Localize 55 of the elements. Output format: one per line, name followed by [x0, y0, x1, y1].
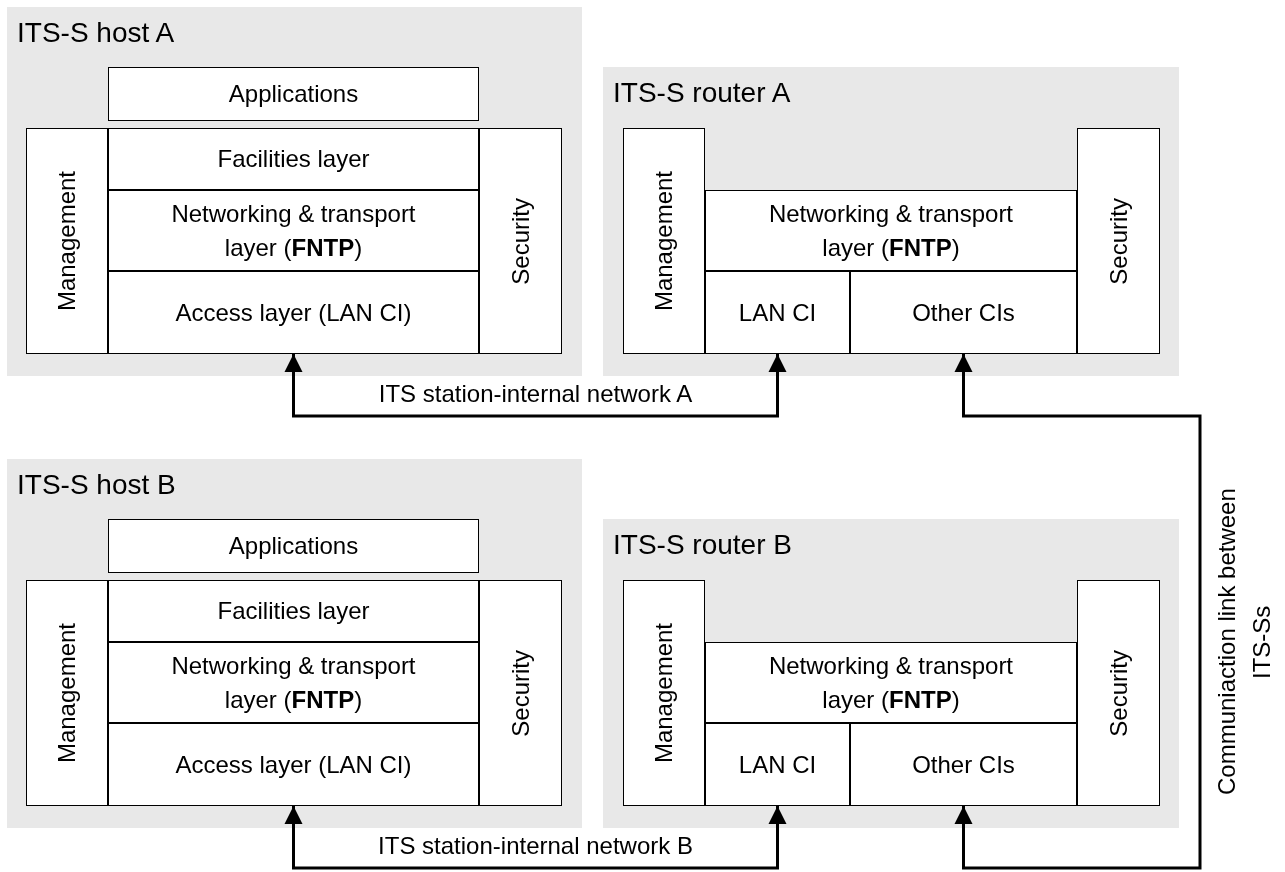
layer-label: Security: [1104, 197, 1133, 285]
side-layer-box: [623, 580, 705, 806]
layer-label: Networking & transport layer (FNTP): [170, 198, 417, 263]
side-layer-box: [479, 580, 562, 806]
layer-label: Security: [506, 649, 535, 737]
layer-box: [108, 723, 479, 806]
layer-label: Networking & transport layer (FNTP): [767, 650, 1015, 715]
side-layer-box: [1077, 128, 1160, 354]
layer-box: [850, 271, 1077, 354]
layer-box: [108, 519, 479, 573]
station-panel: [603, 67, 1179, 376]
layer-box: [850, 723, 1077, 806]
layer-box: [108, 642, 479, 723]
side-layer-box: [479, 128, 562, 354]
connector-arrow: [284, 354, 787, 418]
panel-title: ITS-S host B: [17, 469, 176, 501]
side-layer-box: [26, 128, 108, 354]
layer-label: Management: [53, 622, 81, 764]
connector-arrow: [284, 806, 787, 870]
layer-label: Other CIs: [911, 297, 1016, 328]
connector-arrow: [954, 354, 1202, 870]
layer-label: Security: [1104, 649, 1133, 737]
layer-box: [108, 190, 479, 271]
layer-label: Facilities layer: [216, 596, 371, 627]
layer-box: [108, 67, 479, 121]
layer-label: Access layer (LAN CI): [174, 749, 413, 780]
layer-label: LAN CI: [737, 297, 818, 328]
layer-box: [108, 271, 479, 354]
layer-label: Security: [506, 197, 535, 285]
side-layer-box: [623, 128, 705, 354]
layer-label: Access layer (LAN CI): [174, 297, 413, 328]
layer-label: Networking & transport layer (FNTP): [767, 198, 1015, 263]
layer-label: Applications: [227, 531, 360, 562]
layer-label: Other CIs: [911, 749, 1016, 780]
layer-box: [108, 128, 479, 190]
station-panel: [7, 459, 582, 828]
side-layer-box: [1077, 580, 1160, 806]
layer-label: Networking & transport layer (FNTP): [170, 650, 417, 715]
layer-label: Management: [650, 622, 678, 764]
layer-label: Management: [650, 170, 678, 312]
station-panel: [7, 7, 582, 376]
layer-label: Applications: [227, 79, 360, 110]
panel-title: ITS-S host A: [17, 17, 175, 49]
side-layer-box: [26, 580, 108, 806]
layer-box: [705, 271, 850, 354]
layer-label: Facilities layer: [216, 144, 371, 175]
station-panel: [603, 519, 1179, 828]
panel-title: ITS-S router B: [613, 529, 792, 561]
panel-title: ITS-S router A: [613, 77, 791, 109]
layer-box: [705, 642, 1077, 723]
layer-box: [705, 723, 850, 806]
layer-box: [705, 190, 1077, 271]
layer-box: [108, 580, 479, 642]
layer-label: LAN CI: [737, 749, 818, 780]
layer-label: Management: [53, 170, 81, 312]
